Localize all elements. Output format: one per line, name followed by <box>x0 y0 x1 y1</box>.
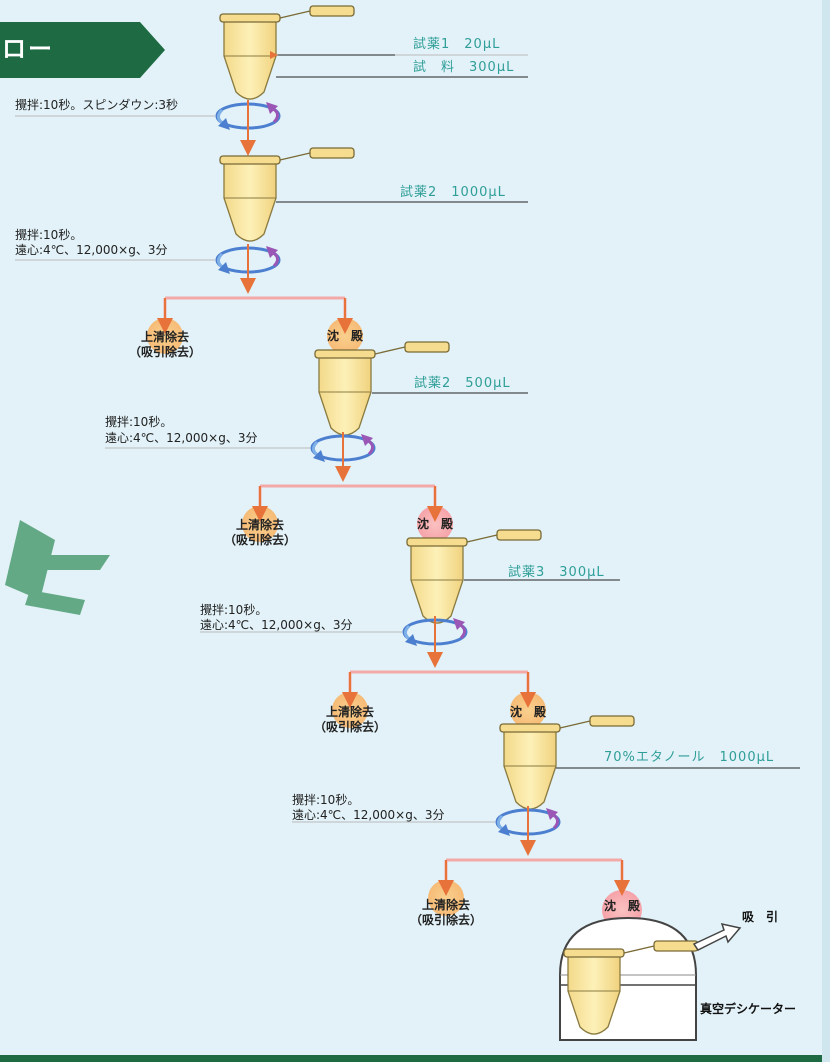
waste-label-1: 上清除去（吸引除去） <box>128 330 201 359</box>
waste-dot-2 <box>242 506 278 542</box>
operation-step5-b: 遠心:4℃、12,000×g、3分 <box>292 808 445 822</box>
vacuum-desiccator <box>559 916 742 1041</box>
reagent-step3: 試薬2 500μL <box>414 376 511 391</box>
precipitate-dot-3 <box>510 692 546 728</box>
precipitate-label-2: 沈 殿 <box>416 517 453 531</box>
precipitate-label-1: 沈 殿 <box>326 329 363 343</box>
waste-label-2: 上清除去（吸引除去） <box>223 518 296 547</box>
waste-label-4: 上清除去（吸引除去） <box>409 898 482 927</box>
operation-step3-b: 遠心:4℃、12,000×g、3分 <box>105 431 258 445</box>
operation-step2-b: 遠心:4℃、12,000×g、3分 <box>15 243 168 257</box>
precipitate-dot-2 <box>417 506 453 542</box>
reagent-step2: 試薬2 1000μL <box>400 185 506 200</box>
suction-label: 吸 引 <box>742 910 779 924</box>
operation-step2-a: 攪拌:10秒。 <box>15 228 83 242</box>
waste-label-3: 上清除去（吸引除去） <box>313 705 386 734</box>
waste-dot-1 <box>147 318 183 354</box>
header-label: ロー <box>2 35 54 63</box>
operation-step4-b: 遠心:4℃、12,000×g、3分 <box>200 618 353 632</box>
operation-step3-a: 攪拌:10秒。 <box>105 415 173 429</box>
operation-step5-a: 攪拌:10秒。 <box>292 793 360 807</box>
reagent-step5: 70%エタノール 1000μL <box>604 750 775 765</box>
reagent-step1-a: 試薬1 20μL <box>413 37 501 52</box>
waste-dot-3 <box>332 692 368 728</box>
operation-step1: 攪拌:10秒。スピンダウン:3秒 <box>15 98 178 112</box>
header-banner <box>0 22 165 78</box>
operation-step4-a: 攪拌:10秒。 <box>200 603 268 617</box>
precipitate-label-4: 沈 殿 <box>603 899 640 913</box>
reagent-step1-b: 試 料 300μL <box>413 60 515 75</box>
tube-step-1 <box>219 5 355 100</box>
precipitate-dot-1 <box>327 318 363 354</box>
precipitate-label-3: 沈 殿 <box>509 705 546 719</box>
tube-step-2 <box>219 147 355 242</box>
decorative-green-glyph <box>5 520 110 615</box>
suction-arrow-icon <box>692 922 742 951</box>
desiccator-label: 真空デシケーター <box>700 1002 797 1016</box>
waste-dot-4 <box>428 880 464 916</box>
reagent-step4: 試薬3 300μL <box>508 565 605 580</box>
